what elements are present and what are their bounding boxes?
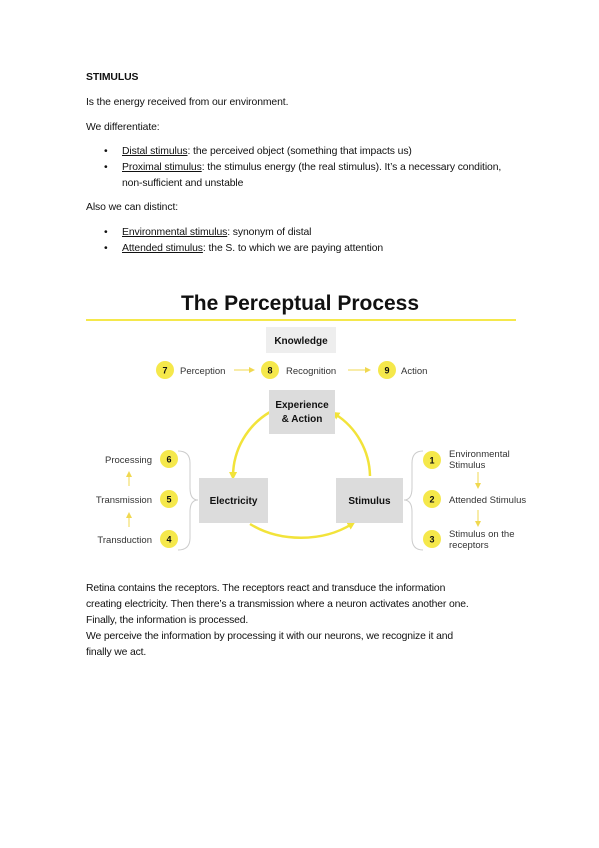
paragraph-line: finally we act.	[86, 647, 147, 658]
step-3-label-line1: Stimulus on the	[449, 529, 514, 540]
list-item: Proximal stimulus: the stimulus energy (…	[86, 160, 522, 192]
term-description: : the S. to which we are paying attentio…	[202, 243, 384, 254]
paragraph-line: Retina contains the receptors. The recep…	[86, 583, 446, 594]
step-3-number: 3	[429, 535, 434, 545]
list-item: Environmental stimulus: synonym of dista…	[86, 225, 522, 241]
stimulus-label: Stimulus	[348, 496, 391, 507]
step-7-badge	[156, 361, 174, 379]
step-6-badge	[160, 450, 178, 468]
term: Distal stimulus	[122, 146, 188, 157]
term-description: : the perceived object (something that i…	[187, 146, 412, 157]
stimulus-box	[336, 478, 403, 523]
step-4-badge	[160, 530, 178, 548]
electricity-label: Electricity	[210, 496, 258, 507]
step-9-badge	[378, 361, 396, 379]
step-2-label: Attended Stimulus	[449, 495, 526, 506]
step-5-number: 5	[166, 495, 171, 505]
step-3-label-line2: receptors	[449, 540, 489, 551]
step-1-number: 1	[429, 456, 434, 466]
list-item: Distal stimulus: the perceived object (s…	[86, 144, 522, 160]
intro-differentiate: We differentiate:	[86, 122, 160, 133]
step-2-badge	[423, 490, 441, 508]
step-7-number: 7	[162, 366, 167, 376]
term: Environmental stimulus	[122, 227, 228, 238]
term-description: : the stimulus energy (the real stimulus…	[122, 162, 502, 189]
action-label: & Action	[282, 414, 323, 425]
arc-stimulus-to-experience	[331, 411, 372, 477]
knowledge-box	[266, 327, 336, 353]
arc-experience-to-electricity	[229, 410, 271, 480]
stimulus-types-list: Distal stimulus: the perceived object (s…	[86, 144, 522, 192]
arc-electricity-to-stimulus	[249, 521, 356, 539]
paragraph-line: Finally, the information is processed.	[86, 615, 249, 626]
step-9-number: 9	[384, 366, 389, 376]
step-4-label: Transduction	[97, 535, 152, 546]
diagram-title: The Perceptual Process	[181, 292, 419, 315]
step-1-label-line2: Stimulus	[449, 460, 486, 471]
right-bracket	[403, 450, 424, 551]
term-description: : synonym of distal	[227, 227, 312, 238]
intro-distinct: Also we can distinct:	[86, 202, 179, 213]
footer-paragraph: Retina contains the receptors. The recep…	[86, 581, 526, 661]
knowledge-label: Knowledge	[274, 336, 328, 347]
step-6-number: 6	[166, 455, 171, 465]
step-6-label: Processing	[105, 455, 152, 466]
stimulus-definition: Is the energy received from our environm…	[86, 97, 289, 108]
step-9-label: Action	[401, 366, 427, 377]
step-8-number: 8	[267, 366, 272, 376]
paragraph-line: creating electricity. Then there’s a tra…	[86, 599, 469, 610]
step-1-label-line1: Environmental	[449, 449, 510, 460]
step-8-badge	[261, 361, 279, 379]
step-3-badge	[423, 530, 441, 548]
list-item: Attended stimulus: the S. to which we ar…	[86, 241, 522, 257]
experience-action-box	[269, 390, 335, 434]
electricity-box	[199, 478, 268, 523]
section-heading: STIMULUS	[86, 72, 139, 83]
step-2-number: 2	[429, 495, 434, 505]
term: Proximal stimulus	[122, 162, 202, 173]
step-1-badge	[423, 451, 441, 469]
step-5-label: Transmission	[96, 495, 152, 506]
step-7-label: Perception	[180, 366, 225, 377]
term: Attended stimulus	[122, 243, 203, 254]
step-8-label: Recognition	[286, 366, 336, 377]
left-bracket	[177, 450, 199, 551]
stimulus-kinds-list: Environmental stimulus: synonym of dista…	[86, 225, 522, 257]
experience-label: Experience	[275, 400, 329, 411]
paragraph-line: We perceive the information by processin…	[86, 631, 453, 642]
step-5-badge	[160, 490, 178, 508]
step-4-number: 4	[166, 535, 171, 545]
